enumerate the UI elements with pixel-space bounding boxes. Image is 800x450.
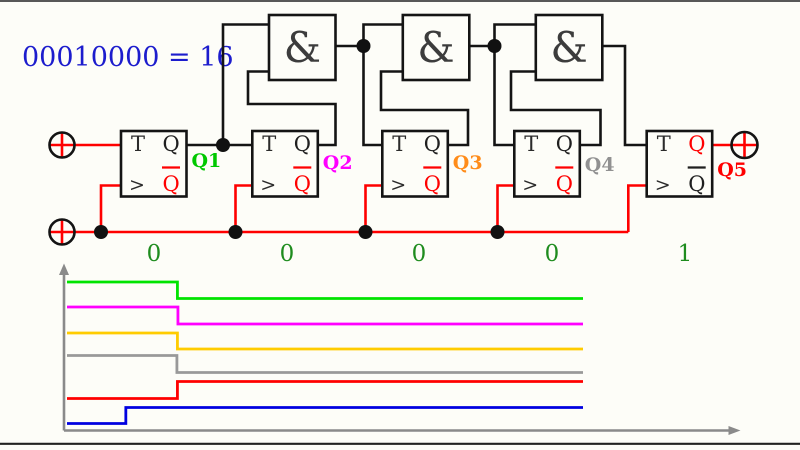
x-axis-arrow-icon: [728, 426, 741, 435]
junction-dots: [94, 39, 505, 239]
and-symbol: &: [284, 23, 321, 72]
junction-dot: [358, 225, 373, 239]
waveform-clk: [67, 406, 583, 425]
terminals: [48, 130, 759, 246]
clock-pin-label: >: [260, 174, 276, 196]
q5-net-label: Q5: [717, 159, 747, 181]
q-pin-label: Q: [556, 132, 573, 156]
junction-dot: [490, 225, 505, 239]
clock-pin-label: >: [390, 174, 406, 196]
wire-and1-to-and2-and-t3: [362, 23, 403, 147]
and-symbol: &: [417, 23, 454, 72]
waveform-q2: [67, 305, 583, 326]
q4-state-value: 0: [545, 241, 560, 267]
t-input-port-icon: [48, 131, 76, 159]
q2-net-label: Q2: [323, 152, 353, 174]
qbar-pin-label: Q: [294, 172, 311, 196]
and-gate-box: [534, 13, 604, 82]
wire-and3-to-t5: [602, 44, 647, 147]
q5-output-port-icon: [730, 130, 759, 160]
q3-net-label: Q3: [453, 152, 483, 174]
qbar-pin-label: Q: [424, 172, 441, 196]
flipflop-1: T Q Q > Q1 0: [119, 129, 222, 267]
flipflop-box: [119, 129, 188, 198]
flipflop-box: [380, 129, 450, 198]
clock-riser-ff5: [626, 184, 647, 232]
t-pin-label: T: [392, 132, 406, 156]
wire-q3-to-and2: [379, 70, 470, 147]
flipflop-box: [512, 129, 582, 198]
q-pin-label: Q: [294, 132, 311, 156]
and-symbol: &: [550, 23, 587, 72]
qbar-pin-label: Q: [556, 172, 573, 196]
flipflop-box: [645, 129, 714, 198]
wire-q2-to-and1: [246, 70, 337, 147]
clock-input-port-icon: [48, 218, 76, 246]
and-gate-box: [267, 13, 337, 82]
and-gate-box: [401, 13, 471, 82]
binary-value-title: 00010000 = 16: [22, 42, 234, 73]
clock-riser-ff4: [496, 184, 515, 232]
qbar-pin-label: Q: [688, 172, 705, 196]
t-pin-label: T: [262, 132, 276, 156]
t-pin-label: T: [657, 132, 671, 156]
red-wires: [74, 143, 732, 234]
q2-state-value: 0: [280, 241, 295, 267]
clock-pin-label: >: [522, 174, 538, 196]
clock-riser-ff3: [364, 184, 383, 232]
junction-dot: [487, 39, 502, 53]
clock-pin-label: >: [129, 174, 145, 196]
flipflop-2: T Q Q > Q2 0: [251, 129, 353, 267]
waveforms: [67, 280, 583, 425]
and-gate-3: &: [534, 13, 604, 82]
q-pin-label: Q: [163, 132, 180, 156]
wire-and2-to-and3-and-t4: [493, 23, 536, 147]
flipflop-box: [251, 129, 320, 198]
q5-state-value: 1: [678, 241, 693, 267]
junction-dot: [216, 138, 230, 152]
wire-q1-to-and1: [221, 23, 269, 145]
wire-q4-to-and3: [509, 70, 602, 147]
clock-riser-ff1: [99, 184, 121, 232]
q1-state-value: 0: [147, 241, 162, 267]
black-wires: [186, 23, 647, 147]
flipflop-4: T Q Q > Q4 0: [512, 129, 615, 267]
flipflop-5: T Q Q > Q5 1: [645, 129, 747, 267]
q3-state-value: 0: [412, 241, 427, 267]
qbar-pin-label: Q: [163, 172, 180, 196]
and-gates: & & &: [267, 13, 604, 82]
waveform-q1: [67, 280, 583, 300]
flipflop-3: T Q Q > Q3 0: [380, 129, 483, 267]
flipflops: T Q Q > Q1 0 T Q Q > Q2 0 T Q Q > Q3: [119, 129, 747, 267]
timing-axes: [59, 263, 741, 435]
y-axis-arrow-icon: [59, 263, 69, 275]
q-pin-label: Q: [424, 132, 441, 156]
junction-dot: [356, 39, 371, 53]
t-pin-label: T: [524, 132, 538, 156]
q1-net-label: Q1: [192, 150, 222, 172]
waveform-q5: [67, 380, 583, 400]
junction-dot: [228, 225, 243, 239]
and-gate-2: &: [401, 13, 471, 82]
junction-dot: [94, 225, 108, 239]
waveform-q3: [67, 331, 583, 351]
clock-riser-ff2: [234, 184, 253, 232]
clock-pin-label: >: [655, 174, 671, 196]
q-pin-label: Q: [688, 132, 705, 156]
waveform-q4: [67, 354, 583, 374]
q4-net-label: Q4: [585, 154, 615, 176]
t-pin-label: T: [131, 132, 145, 156]
and-gate-1: &: [267, 13, 337, 82]
